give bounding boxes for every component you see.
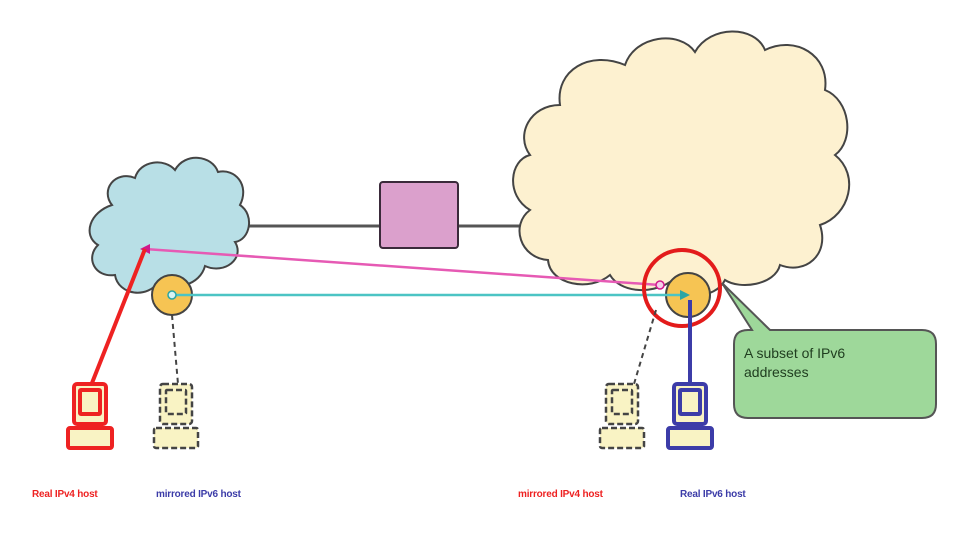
- highlight-ring: [642, 248, 722, 328]
- mirrored-ipv4-host-icon: [598, 382, 646, 450]
- callout-line-2: addresses: [744, 364, 809, 380]
- callout-line-1: A subset of IPv6: [744, 345, 846, 361]
- cyan-arrow-head: [680, 290, 690, 300]
- label-real-ipv4-host: Real IPv4 host: [32, 489, 98, 500]
- ipv6-cloud: [512, 30, 851, 297]
- label-mirrored-ipv6-host: mirrored IPv6 host: [156, 489, 241, 500]
- callout-bubble: [721, 282, 937, 419]
- ipv4-cloud: [88, 156, 250, 294]
- dashed-link-left: [171, 314, 179, 385]
- label-mirrored-ipv4-host: mirrored IPv4 host: [518, 489, 603, 500]
- mirrored-ipv6-host-icon: [152, 382, 200, 450]
- magenta-link: [144, 247, 661, 287]
- dashed-link-right: [633, 309, 657, 385]
- red-link: [90, 248, 147, 384]
- real-ipv4-host-icon: [66, 382, 114, 450]
- magenta-endpoint: [655, 280, 665, 290]
- callout-text: A subset of IPv6 addresses: [744, 344, 924, 382]
- label-real-ipv6-host: Real IPv6 host: [680, 489, 746, 500]
- cyan-endpoint: [167, 290, 177, 300]
- translator-box: [379, 181, 459, 249]
- real-ipv6-host-icon: [666, 382, 714, 450]
